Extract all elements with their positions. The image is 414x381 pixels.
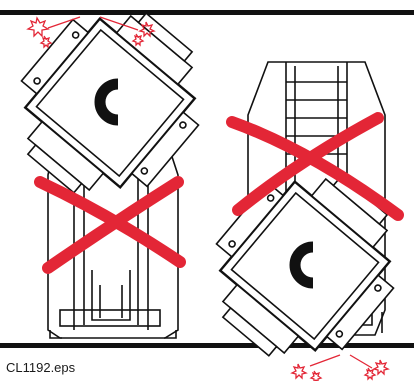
left-panel [0,0,232,338]
ceiling-line [0,10,414,15]
floor-line [0,343,414,348]
figure-filename: CL1192.eps [6,360,75,375]
right-panel [183,62,414,381]
impact-star-icon [292,355,388,381]
